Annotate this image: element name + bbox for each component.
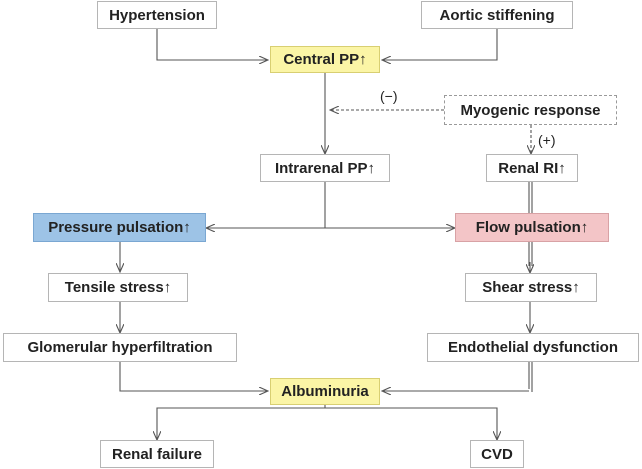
edge-albuminuria-cvd: [325, 407, 497, 440]
node-aortic-stiffening: Aortic stiffening: [421, 1, 573, 29]
node-renal-ri: Renal RI↑: [486, 154, 578, 182]
node-intrarenal-pp: Intrarenal PP↑: [260, 154, 390, 182]
sign-positive: (+): [538, 132, 556, 148]
sign-negative: (−): [380, 88, 398, 104]
node-cvd: CVD: [470, 440, 524, 468]
node-glomerular-hyperfiltration: Glomerular hyperfiltration: [3, 333, 237, 362]
node-albuminuria: Albuminuria: [270, 378, 380, 405]
node-endothelial-dysfunction: Endothelial dysfunction: [427, 333, 639, 362]
edge-hypertension-central-pp: [156, 29, 268, 60]
node-tensile-stress: Tensile stress↑: [48, 273, 188, 302]
node-hypertension: Hypertension: [97, 1, 217, 29]
node-renal-failure: Renal failure: [100, 440, 214, 468]
node-central-pp: Central PP↑: [270, 46, 380, 73]
node-flow-pulsation: Flow pulsation↑: [455, 213, 609, 242]
node-shear-stress: Shear stress↑: [465, 273, 597, 302]
edge-aortic-central-pp: [382, 29, 498, 60]
edge-glomerular-albuminuria: [119, 362, 268, 391]
edge-albuminuria-renal-failure: [157, 407, 325, 440]
node-myogenic-response: Myogenic response: [444, 95, 617, 125]
node-pressure-pulsation: Pressure pulsation↑: [33, 213, 206, 242]
